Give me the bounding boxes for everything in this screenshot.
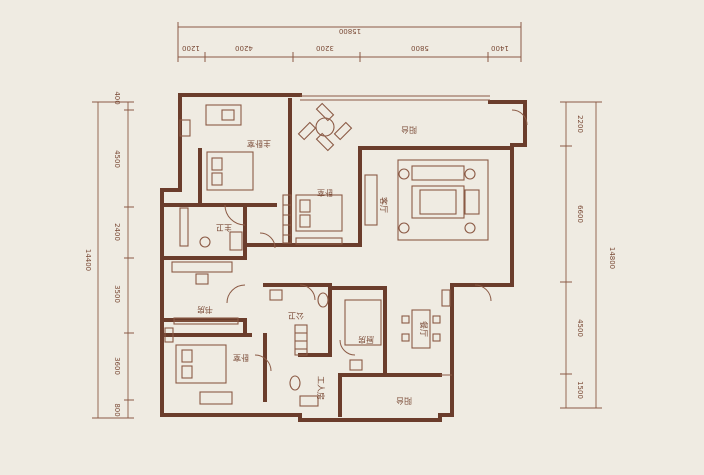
right-dim-2: 6600: [576, 205, 584, 223]
label-study: 书房: [197, 305, 213, 315]
study-desk: [171, 261, 233, 273]
label-maid-room: 工人房: [316, 376, 326, 400]
living-room-carpet: [397, 159, 489, 241]
top-dimensions: 15800 1200 4200 3200 5800 1400: [177, 22, 522, 62]
right-dim-3: 4500: [576, 319, 584, 337]
top-dim-2: 4200: [235, 44, 253, 52]
kitchen-counter: [344, 299, 382, 346]
bedroom-bed-upper: [295, 194, 343, 232]
bedroom-bed-lower: [175, 344, 227, 384]
top-dim-1: 1200: [182, 44, 200, 52]
label-living-room: 客厅: [379, 197, 389, 213]
left-dim-6: 800: [113, 403, 121, 416]
left-dim-2: 4500: [113, 150, 121, 168]
left-dim-4: 3500: [113, 285, 121, 303]
left-dim-1: 400: [113, 91, 121, 104]
label-bedroom-upper: 卧室: [317, 188, 333, 198]
right-total-dim: 14800: [608, 247, 616, 269]
doors: [224, 109, 528, 372]
right-dimensions: 14800 2200 6600 4500 1500: [560, 101, 616, 409]
label-dining-room: 餐厅: [419, 321, 428, 337]
balcony-table: [315, 117, 335, 137]
left-dim-5: 3600: [113, 357, 121, 375]
left-dimensions: 14400 400 4500 2400 3500 3600 800: [84, 91, 134, 419]
right-dim-4: 1500: [576, 381, 584, 399]
label-balcony-top: 阳台: [401, 125, 417, 135]
top-dim-4: 5800: [411, 44, 429, 52]
left-total-dim: 14400: [84, 249, 92, 271]
master-bed: [206, 151, 254, 191]
top-dim-5: 1400: [491, 44, 509, 52]
right-dim-1: 2200: [576, 115, 584, 133]
label-balcony-bottom: 阳台: [396, 396, 412, 406]
label-kitchen: 厨房: [358, 335, 374, 345]
label-master-bath: 主卫: [216, 223, 232, 233]
walls: [160, 93, 527, 422]
label-bath-public: 公卫: [288, 311, 304, 320]
top-total-dim: 15800: [339, 27, 361, 35]
room-labels: 主卧室 卧室 客厅 阳台 主卫 书房 卧室 公卫 厨房 餐厅 阳台 工人房: [197, 125, 428, 406]
top-dim-3: 3200: [316, 44, 334, 52]
label-master-bedroom: 主卧室: [247, 139, 271, 149]
label-bedroom-lower: 卧室: [233, 353, 249, 363]
left-dim-3: 2400: [113, 223, 121, 241]
furniture: [164, 102, 489, 407]
dining-table: [411, 309, 431, 349]
